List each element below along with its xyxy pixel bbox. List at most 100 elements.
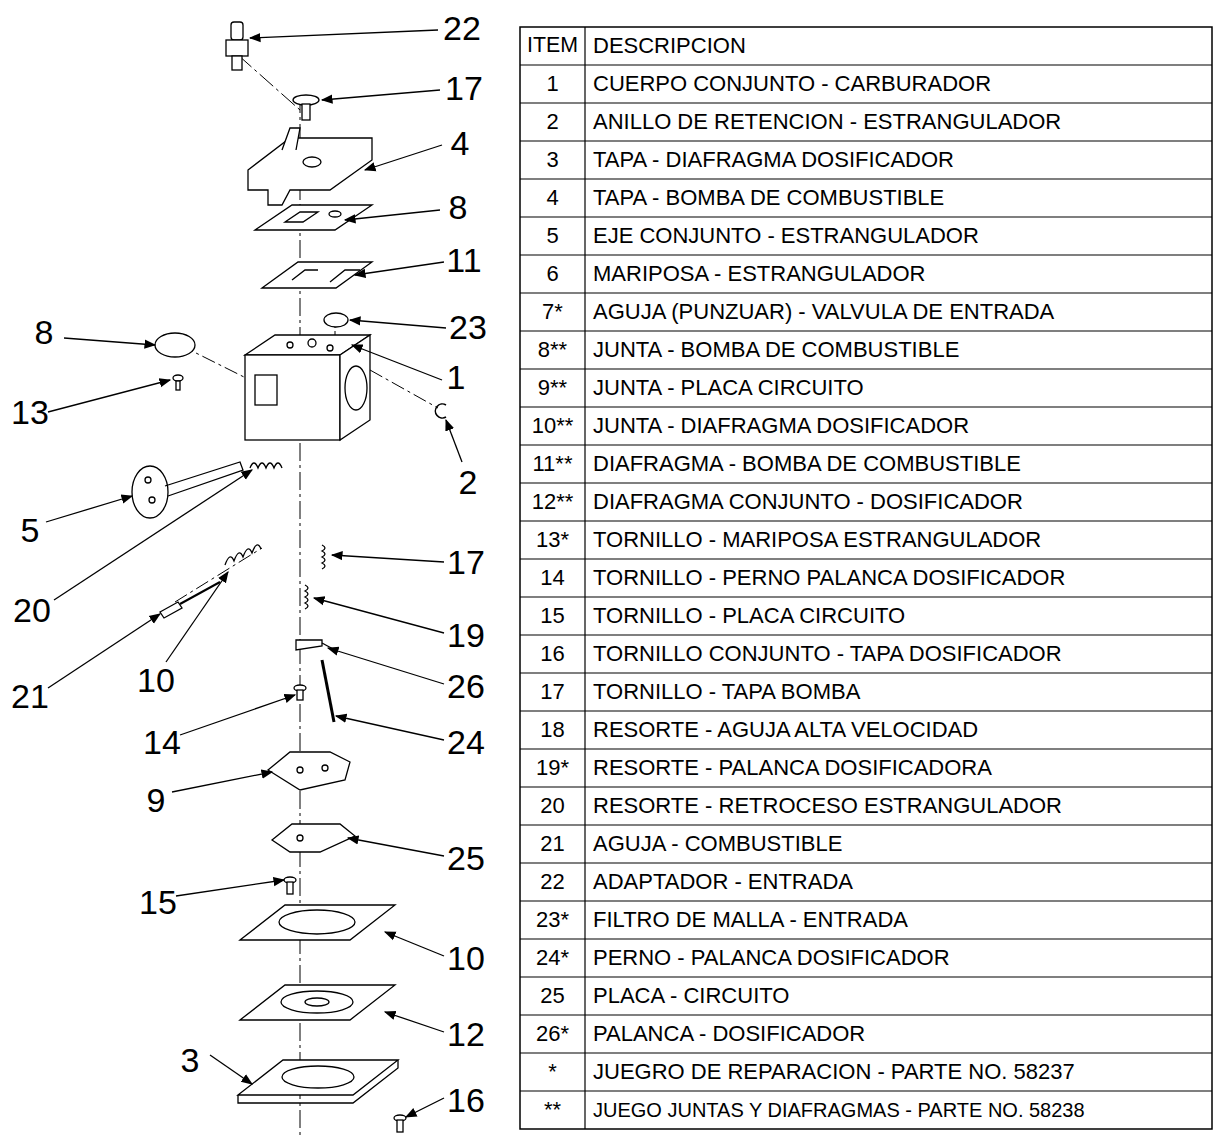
table-cell: 21 bbox=[520, 825, 585, 863]
table-cell: FILTRO DE MALLA - ENTRADA bbox=[585, 901, 1212, 939]
table-row-rule bbox=[520, 596, 1212, 597]
table-cell: 9** bbox=[520, 369, 585, 407]
callout-number: 13 bbox=[11, 395, 49, 429]
callout-number: 8 bbox=[35, 315, 54, 349]
table-cell: TORNILLO - TAPA BOMBA bbox=[585, 673, 1212, 711]
table-cell: 18 bbox=[520, 711, 585, 749]
table-cell: 5 bbox=[520, 217, 585, 255]
table-row-rule bbox=[520, 1090, 1212, 1091]
table-cell: 14 bbox=[520, 559, 585, 597]
table-cell: RESORTE - RETROCESO ESTRANGULADOR bbox=[585, 787, 1212, 825]
table-cell: 17 bbox=[520, 673, 585, 711]
table-cell: 23* bbox=[520, 901, 585, 939]
table-cell: JUEGRO DE REPARACION - PARTE NO. 58237 bbox=[585, 1053, 1212, 1091]
table-cell: JUNTA - PLACA CIRCUITO bbox=[585, 369, 1212, 407]
callout-number: 10 bbox=[137, 663, 175, 697]
table-cell: 22 bbox=[520, 863, 585, 901]
table-row-rule bbox=[520, 444, 1212, 445]
table-cell: 10** bbox=[520, 407, 585, 445]
callout-number: 16 bbox=[447, 1083, 485, 1117]
table-row-rule bbox=[520, 292, 1212, 293]
table-cell: MARIPOSA - ESTRANGULADOR bbox=[585, 255, 1212, 293]
table-cell: 6 bbox=[520, 255, 585, 293]
table-cell: JUNTA - BOMBA DE COMBUSTIBLE bbox=[585, 331, 1212, 369]
table-cell: 3 bbox=[520, 141, 585, 179]
table-row-rule bbox=[520, 216, 1212, 217]
table-cell: 26* bbox=[520, 1015, 585, 1053]
table-row-rule bbox=[520, 520, 1212, 521]
callout-number: 17 bbox=[447, 545, 485, 579]
table-cell: 20 bbox=[520, 787, 585, 825]
table-cell: DIAFRAGMA - BOMBA DE COMBUSTIBLE bbox=[585, 445, 1212, 483]
callout-number: 3 bbox=[181, 1043, 200, 1077]
table-cell: * bbox=[520, 1053, 585, 1091]
table-row-rule bbox=[520, 64, 1212, 65]
callout-number: 25 bbox=[447, 841, 485, 875]
table-cell: PLACA - CIRCUITO bbox=[585, 977, 1212, 1015]
table-row-rule bbox=[520, 976, 1212, 977]
table-row-rule bbox=[520, 368, 1212, 369]
callout-number: 5 bbox=[21, 513, 40, 547]
callout-number: 10 bbox=[447, 941, 485, 975]
table-row-rule bbox=[520, 254, 1212, 255]
callout-number: 17 bbox=[445, 71, 483, 105]
table-cell: TORNILLO - MARIPOSA ESTRANGULADOR bbox=[585, 521, 1212, 559]
table-cell: 1 bbox=[520, 65, 585, 103]
table-cell: 4 bbox=[520, 179, 585, 217]
leader-lines bbox=[46, 30, 462, 1117]
table-cell: RESORTE - PALANCA DOSIFICADORA bbox=[585, 749, 1212, 787]
table-column-rule bbox=[584, 27, 585, 1129]
table-row-rule bbox=[520, 1014, 1212, 1015]
table-cell: ITEM bbox=[520, 27, 585, 65]
table-cell: PALANCA - DOSIFICADOR bbox=[585, 1015, 1212, 1053]
table-cell: 25 bbox=[520, 977, 585, 1015]
table-cell: PERNO - PALANCA DOSIFICADOR bbox=[585, 939, 1212, 977]
table-cell: JUNTA - DIAFRAGMA DOSIFICADOR bbox=[585, 407, 1212, 445]
table-cell: TAPA - BOMBA DE COMBUSTIBLE bbox=[585, 179, 1212, 217]
table-cell: 11** bbox=[520, 445, 585, 483]
table-row-rule bbox=[520, 140, 1212, 141]
callout-number: 21 bbox=[11, 679, 49, 713]
table-cell: 13* bbox=[520, 521, 585, 559]
table-cell: AGUJA (PUNZUAR) - VALVULA DE ENTRADA bbox=[585, 293, 1212, 331]
table-row-rule bbox=[520, 672, 1212, 673]
table-cell: 7* bbox=[520, 293, 585, 331]
table-row-rule bbox=[520, 938, 1212, 939]
table-cell: ** bbox=[520, 1091, 585, 1129]
table-border bbox=[520, 27, 1212, 1129]
table-cell: DESCRIPCION bbox=[585, 27, 1212, 65]
table-cell: RESORTE - AGUJA ALTA VELOCIDAD bbox=[585, 711, 1212, 749]
table-cell: DIAFRAGMA CONJUNTO - DOSIFICADOR bbox=[585, 483, 1212, 521]
table-cell: 12** bbox=[520, 483, 585, 521]
callout-number: 26 bbox=[447, 669, 485, 703]
callout-number: 9 bbox=[147, 783, 166, 817]
callout-number: 4 bbox=[451, 126, 470, 160]
table-row-rule bbox=[520, 102, 1212, 103]
table-row-rule bbox=[520, 178, 1212, 179]
callout-number: 23 bbox=[449, 310, 487, 344]
callout-number: 19 bbox=[447, 618, 485, 652]
table-row-rule bbox=[520, 330, 1212, 331]
table-cell: EJE CONJUNTO - ESTRANGULADOR bbox=[585, 217, 1212, 255]
table-cell: TORNILLO - PERNO PALANCA DOSIFICADOR bbox=[585, 559, 1212, 597]
table-cell: 24* bbox=[520, 939, 585, 977]
table-cell: 8** bbox=[520, 331, 585, 369]
callout-number: 8 bbox=[449, 190, 468, 224]
table-row-rule bbox=[520, 786, 1212, 787]
callout-number: 24 bbox=[447, 725, 485, 759]
table-row-rule bbox=[520, 710, 1212, 711]
table-cell: 19* bbox=[520, 749, 585, 787]
table-row-rule bbox=[520, 634, 1212, 635]
table-row-rule bbox=[520, 482, 1212, 483]
table-cell: TORNILLO - PLACA CIRCUITO bbox=[585, 597, 1212, 635]
table-row-rule bbox=[520, 1052, 1212, 1053]
table-row-rule bbox=[520, 824, 1212, 825]
table-cell: ADAPTADOR - ENTRADA bbox=[585, 863, 1212, 901]
table-row-rule bbox=[520, 862, 1212, 863]
table-cell: CUERPO CONJUNTO - CARBURADOR bbox=[585, 65, 1212, 103]
callout-number: 22 bbox=[443, 11, 481, 45]
table-cell: JUEGO JUNTAS Y DIAFRAGMAS - PARTE NO. 58… bbox=[585, 1091, 1212, 1129]
table-cell: 2 bbox=[520, 103, 585, 141]
